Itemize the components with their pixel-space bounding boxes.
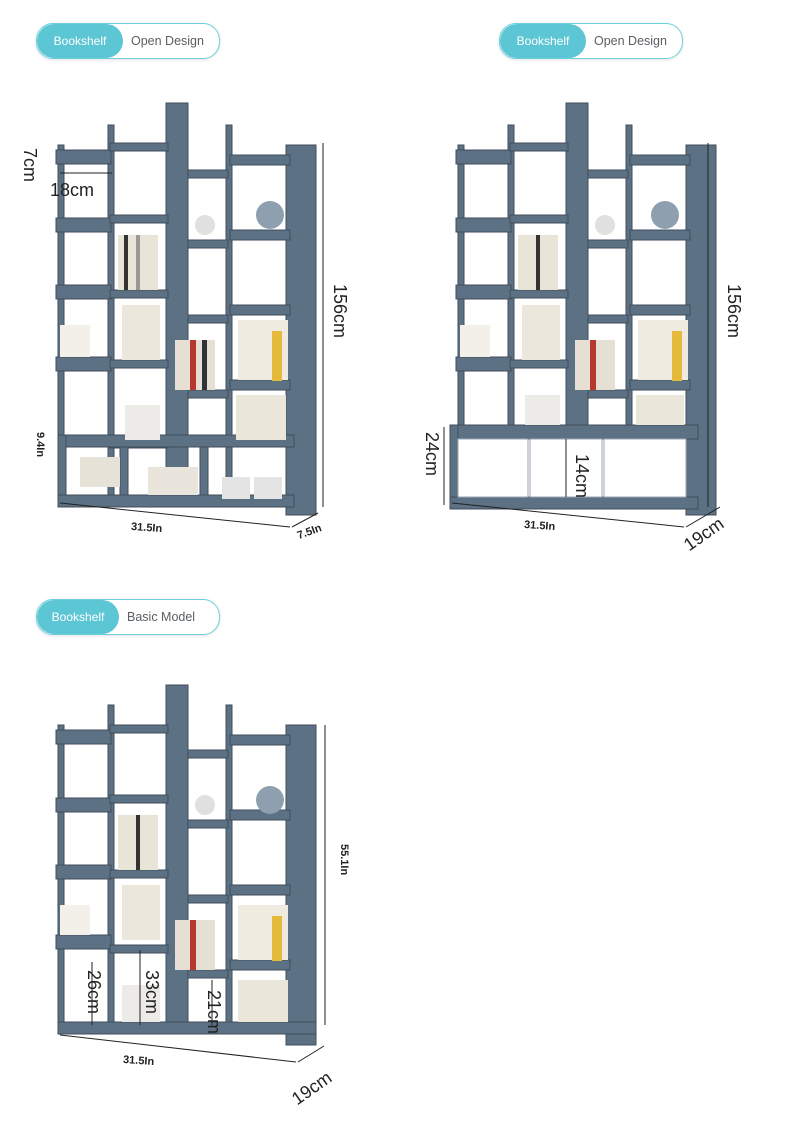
tag-pill-3: Bookshelf Basic Model <box>36 599 220 635</box>
bookshelf-illustration-2 <box>443 102 721 528</box>
dim-gap-right-3: 21cm <box>204 990 224 1035</box>
tag-bookshelf-2: Bookshelf <box>500 24 586 58</box>
tag-label-2: Open Design <box>594 34 667 48</box>
bookshelf-illustration-3 <box>55 684 326 1063</box>
dim-gap-mid-3: 33cm <box>142 970 162 1015</box>
tag-bookshelf-3: Bookshelf <box>37 600 119 634</box>
dim-width-3: 31.5In <box>122 1053 155 1069</box>
tag-pill-2: Bookshelf Open Design <box>499 23 683 59</box>
dim-width-2: 31.5In <box>523 518 556 534</box>
bookshelf-illustration-1 <box>55 102 324 528</box>
dim-drawer-height-2: 14cm <box>572 454 592 499</box>
dim-height-3: 55.1In <box>338 844 350 876</box>
dim-top-offset-1: 7cm <box>20 148 40 183</box>
dim-drawer-base-2: 24cm <box>422 432 442 477</box>
dim-base-1: 9.4In <box>34 432 46 458</box>
tag-label-1: Open Design <box>131 34 204 48</box>
tag-label-3: Basic Model <box>127 610 196 624</box>
tag-bookshelf-1: Bookshelf <box>37 24 123 58</box>
tag-pill-1: Bookshelf Open Design <box>36 23 220 59</box>
dim-height-1: 156cm <box>330 284 350 339</box>
dim-gap-left-3: 26cm <box>84 970 104 1015</box>
dim-step-1: 18cm <box>50 180 95 200</box>
dim-width-1: 31.5In <box>130 520 163 536</box>
dim-height-2: 156cm <box>724 284 744 339</box>
